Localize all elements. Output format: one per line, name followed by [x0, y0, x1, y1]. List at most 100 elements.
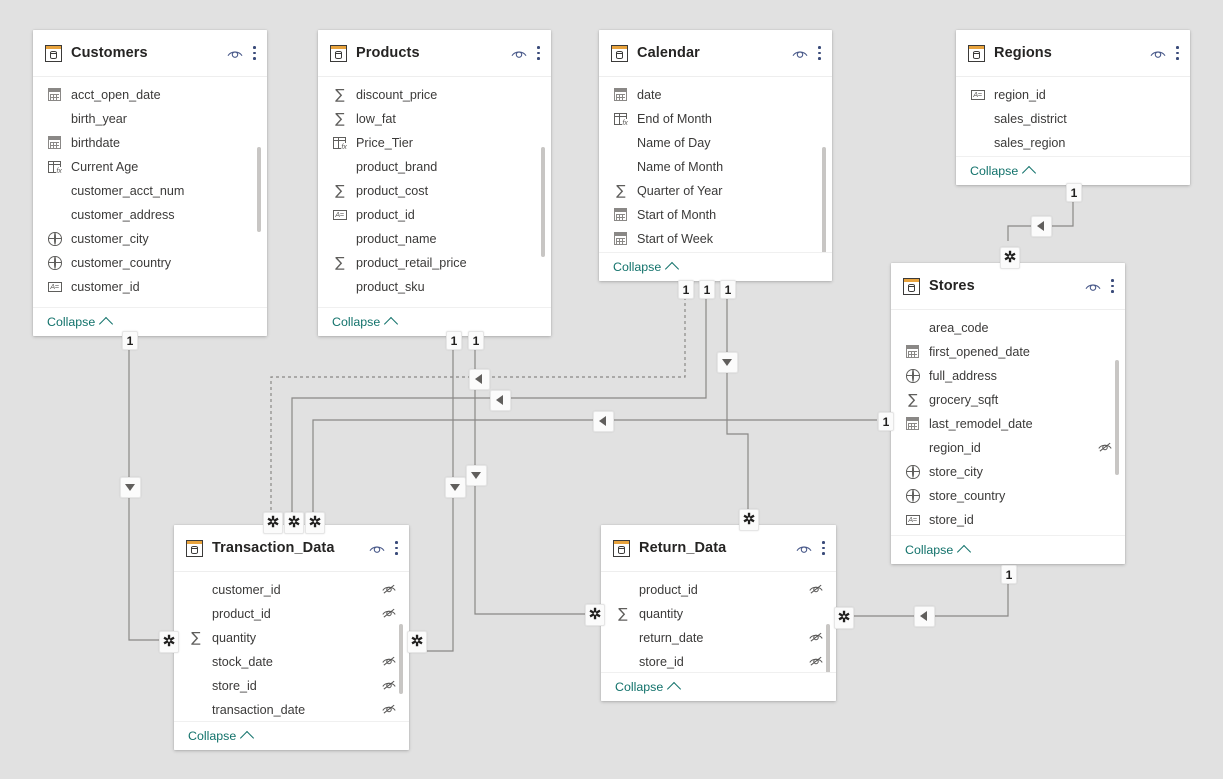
field-row[interactable]: full_address — [891, 364, 1125, 388]
field-row[interactable]: store_country — [891, 484, 1125, 508]
cardinality-badge-prod-one-b[interactable]: 1 — [468, 331, 484, 350]
field-row[interactable]: sales_district — [956, 107, 1190, 131]
cardinality-badge-cal-one-a[interactable]: 1 — [678, 280, 694, 299]
hidden-field-icon[interactable] — [1097, 440, 1113, 456]
cardinality-badge-prod-one-a[interactable]: 1 — [446, 331, 462, 350]
cardinality-badge-stores-many-top[interactable]: ✲ — [1000, 247, 1020, 269]
field-row[interactable]: return_date — [601, 626, 836, 650]
hidden-field-icon[interactable] — [808, 654, 824, 670]
field-row[interactable]: stock_date — [174, 650, 409, 674]
hide-in-report-view-icon[interactable] — [510, 46, 528, 60]
more-options-icon[interactable] — [253, 45, 257, 61]
field-list-scrollbar[interactable] — [826, 624, 830, 672]
hide-in-report-view-icon[interactable] — [226, 46, 244, 60]
more-options-icon[interactable] — [1111, 278, 1115, 294]
field-row[interactable]: customer_acct_num — [33, 179, 267, 203]
more-options-icon[interactable] — [537, 45, 541, 61]
field-list-scrollbar[interactable] — [257, 147, 261, 232]
field-row[interactable]: product_name — [318, 227, 551, 251]
field-row[interactable]: Start of Month — [599, 203, 832, 227]
field-row[interactable]: ∑grocery_sqft — [891, 388, 1125, 412]
field-row[interactable]: A=customer_id — [33, 275, 267, 299]
field-row[interactable]: product_id — [174, 602, 409, 626]
field-row[interactable]: A=region_id — [956, 83, 1190, 107]
field-row[interactable]: ∑product_retail_price — [318, 251, 551, 275]
hidden-field-icon[interactable] — [381, 678, 397, 694]
field-row[interactable]: product_sku — [318, 275, 551, 299]
cross-filter-arrow-cal-ret[interactable] — [717, 352, 738, 373]
cardinality-badge-stores-one-bot[interactable]: 1 — [1001, 565, 1017, 584]
cross-filter-arrow-cal-stores[interactable] — [490, 390, 511, 411]
cardinality-badge-ret-many-right[interactable]: ✲ — [834, 607, 854, 629]
cross-filter-arrow-prod-tx[interactable] — [445, 477, 466, 498]
cross-filter-arrow-stores-tx[interactable] — [593, 411, 614, 432]
hide-in-report-view-icon[interactable] — [795, 541, 813, 555]
cardinality-badge-cal-one-c[interactable]: 1 — [720, 280, 736, 299]
hide-in-report-view-icon[interactable] — [1084, 279, 1102, 293]
collapse-button-products[interactable]: Collapse — [318, 307, 551, 336]
table-header-return_data[interactable]: Return_Data — [601, 525, 836, 572]
cardinality-badge-cust-one[interactable]: 1 — [122, 331, 138, 350]
field-row[interactable]: area_code — [891, 316, 1125, 340]
field-row[interactable]: ∑discount_price — [318, 83, 551, 107]
field-row[interactable]: store_city — [891, 460, 1125, 484]
field-row[interactable]: Start of Week — [599, 227, 832, 251]
field-list-scrollbar[interactable] — [399, 624, 403, 694]
field-row[interactable]: customer_address — [33, 203, 267, 227]
field-row[interactable]: customer_country — [33, 251, 267, 275]
collapse-button-stores[interactable]: Collapse — [891, 535, 1125, 564]
field-row[interactable]: transaction_date — [174, 698, 409, 721]
collapse-button-return_data[interactable]: Collapse — [601, 672, 836, 701]
cardinality-badge-stores-one-left[interactable]: 1 — [878, 412, 894, 431]
hide-in-report-view-icon[interactable] — [368, 541, 386, 555]
field-row[interactable]: ∑quantity — [174, 626, 409, 650]
hide-in-report-view-icon[interactable] — [1149, 46, 1167, 60]
cross-filter-arrow-reg-stores[interactable] — [1031, 216, 1052, 237]
field-row[interactable]: region_id — [891, 436, 1125, 460]
hidden-field-icon[interactable] — [381, 654, 397, 670]
cardinality-badge-ret-many-left[interactable]: ✲ — [585, 604, 605, 626]
more-options-icon[interactable] — [818, 45, 822, 61]
field-row[interactable]: birthdate — [33, 131, 267, 155]
field-row[interactable]: birth_year — [33, 107, 267, 131]
cardinality-badge-tx-many-c[interactable]: ✲ — [305, 512, 325, 534]
field-row[interactable]: product_id — [601, 578, 836, 602]
cardinality-badge-cal-one-b[interactable]: 1 — [699, 280, 715, 299]
hidden-field-icon[interactable] — [808, 582, 824, 598]
cardinality-badge-reg-one[interactable]: 1 — [1066, 183, 1082, 202]
field-row[interactable]: product_brand — [318, 155, 551, 179]
table-header-products[interactable]: Products — [318, 30, 551, 77]
cardinality-badge-tx-many-a[interactable]: ✲ — [263, 512, 283, 534]
cross-filter-arrow-cust-tx[interactable] — [120, 477, 141, 498]
table-header-regions[interactable]: Regions — [956, 30, 1190, 77]
field-row[interactable]: store_id — [601, 650, 836, 672]
collapse-button-regions[interactable]: Collapse — [956, 156, 1190, 185]
collapse-button-calendar[interactable]: Collapse — [599, 252, 832, 281]
field-row[interactable]: customer_id — [174, 578, 409, 602]
field-list-scrollbar[interactable] — [822, 147, 826, 252]
cardinality-badge-ret-many-top[interactable]: ✲ — [739, 509, 759, 531]
field-row[interactable]: ∑product_cost — [318, 179, 551, 203]
field-row[interactable]: sales_region — [956, 131, 1190, 155]
more-options-icon[interactable] — [395, 540, 399, 556]
table-header-customers[interactable]: Customers — [33, 30, 267, 77]
field-row[interactable]: Name of Month — [599, 155, 832, 179]
hide-in-report-view-icon[interactable] — [791, 46, 809, 60]
hidden-field-icon[interactable] — [808, 630, 824, 646]
cross-filter-arrow-prod-ret[interactable] — [466, 465, 487, 486]
field-row[interactable]: A=product_id — [318, 203, 551, 227]
field-row[interactable]: ∑Quarter of Year — [599, 179, 832, 203]
